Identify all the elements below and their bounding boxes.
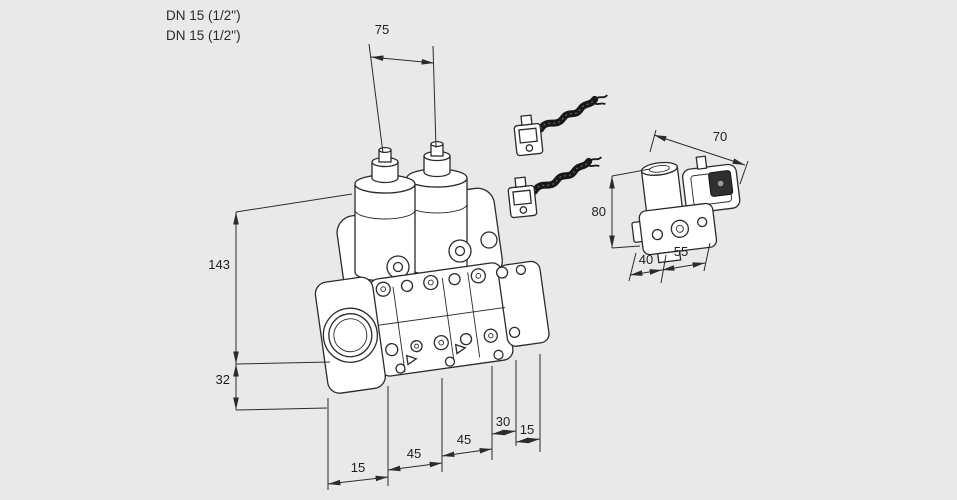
dim-143: 143 [208, 193, 353, 365]
small-valve-drawing [631, 155, 741, 264]
right-actuator [406, 140, 468, 276]
bolt-circles-top [375, 264, 527, 297]
dim-label-15-right: 15 [520, 422, 534, 437]
dn-label-1: DN 15 (1/2") [166, 8, 241, 23]
dim-label-32: 32 [216, 372, 230, 387]
dim-label-45-left: 45 [407, 446, 421, 461]
dim-80: 80 [592, 168, 651, 249]
dn-label-2: DN 15 (1/2") [166, 28, 241, 43]
dim-label-40: 40 [639, 252, 653, 267]
dim-label-15-left: 15 [351, 460, 365, 475]
valve-body [314, 260, 550, 394]
dim-32: 32 [216, 364, 328, 411]
dim-label-55: 55 [674, 244, 688, 259]
dim-label-143: 143 [208, 257, 230, 272]
solenoid-coil-upper [512, 95, 613, 156]
dim-bottom-15-right: 15 [515, 354, 541, 452]
connector-screw [717, 180, 724, 187]
dim-40: 40 [628, 252, 667, 284]
dim-bottom-45-right: 45 [441, 366, 493, 460]
dim-70: 70 [649, 129, 749, 185]
dim-label-30: 30 [496, 414, 510, 429]
bolt-circles-bottom [385, 326, 521, 357]
dim-label-70: 70 [713, 129, 727, 144]
dimension-annotations: 75 143 32 15 45 45 [208, 22, 749, 490]
bolt-circles-lower [395, 349, 504, 374]
dim-label-80: 80 [592, 204, 606, 219]
dim-label-75: 75 [375, 22, 389, 37]
dim-bottom-15-left: 15 [327, 386, 389, 490]
flow-direction-arrows [405, 343, 467, 366]
dim-label-45-right: 45 [457, 432, 471, 447]
actuator-mount-rings [386, 231, 498, 279]
dim-55: 55 [661, 242, 711, 272]
dim-bottom-45-left: 45 [387, 378, 443, 472]
dim-bottom-30: 30 [491, 360, 517, 446]
dim-75: 75 [368, 22, 437, 154]
main-valve-drawing [314, 140, 550, 394]
